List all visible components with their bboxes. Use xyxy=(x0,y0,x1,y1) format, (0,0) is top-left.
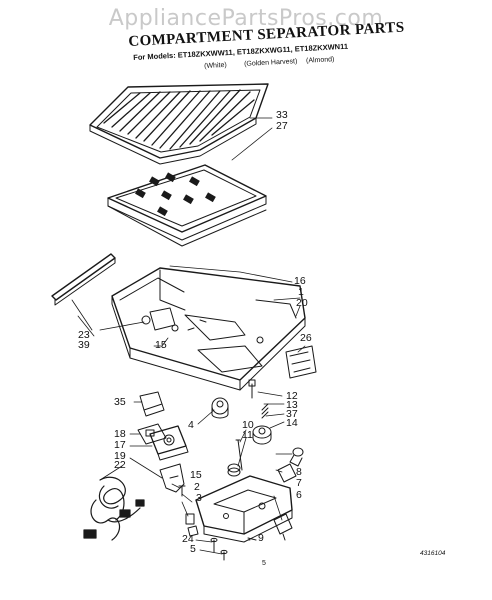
callout-15-lower: 15 xyxy=(190,469,202,481)
document-number: 4316104 xyxy=(420,550,446,557)
callout-4: 4 xyxy=(188,419,194,431)
callout-8: 8 xyxy=(296,466,302,478)
callout-39: 39 xyxy=(78,339,90,351)
dial-part xyxy=(149,425,189,461)
leader-lines xyxy=(71,117,306,555)
page-number: 5 xyxy=(262,560,266,567)
callout-16: 16 xyxy=(294,275,306,287)
callout-26: 26 xyxy=(300,332,312,344)
callout-9: 9 xyxy=(258,532,264,544)
callout-12: 12 xyxy=(286,390,298,402)
wiring-harness-part xyxy=(83,476,145,541)
callout-23: 23 xyxy=(78,329,90,341)
callout-7: 7 xyxy=(296,477,302,489)
grille-shelf-part xyxy=(89,83,269,165)
callout-19: 19 xyxy=(114,450,126,462)
trim-strip-part xyxy=(51,253,116,306)
frame-part xyxy=(107,164,267,247)
damper-control-part xyxy=(211,397,229,419)
insulation-part xyxy=(285,345,317,379)
spring-screw-part xyxy=(248,379,269,419)
callout-6: 6 xyxy=(296,489,302,501)
callout-1: 1 xyxy=(298,286,304,298)
separator-cover-part xyxy=(111,267,306,391)
callout-18: 18 xyxy=(114,428,126,440)
bracket-part xyxy=(159,463,185,493)
callout-2: 2 xyxy=(194,481,200,493)
callout-11: 11 xyxy=(242,429,253,441)
callout-17: 17 xyxy=(114,439,126,451)
callout-10: 10 xyxy=(242,419,254,431)
callout-14: 14 xyxy=(286,417,298,429)
watermark: AppliancePartsPros.com xyxy=(108,6,384,31)
base-housing-part xyxy=(185,475,293,543)
callout-20: 20 xyxy=(296,297,308,309)
callout-13: 13 xyxy=(286,399,298,411)
callout-3: 3 xyxy=(196,492,202,504)
callout-37: 37 xyxy=(286,408,298,420)
motor-part xyxy=(252,425,272,445)
callout-35: 35 xyxy=(114,396,126,408)
callout-24: 24 xyxy=(182,533,194,545)
clip-part xyxy=(139,391,165,417)
callout-5: 5 xyxy=(190,543,196,555)
callout-15-upper: 15 xyxy=(155,339,167,351)
callout-27: 27 xyxy=(276,120,288,132)
callout-33: 33 xyxy=(276,109,288,121)
lamp-socket-part xyxy=(273,447,304,541)
callout-22: 22 xyxy=(114,459,126,471)
shaft-gear-part xyxy=(227,439,243,477)
